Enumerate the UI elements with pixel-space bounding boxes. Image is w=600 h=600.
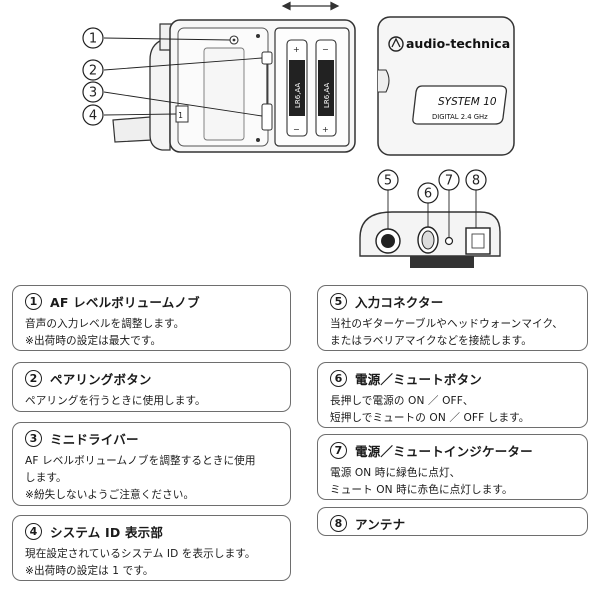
card-number: 2	[25, 370, 42, 387]
card-title: システム ID 表示部	[50, 525, 164, 540]
card-title: AF レベルボリュームノブ	[50, 295, 200, 310]
brand-logo-text: audio-technica	[406, 36, 510, 51]
card-text-line: ※出荷時の設定は 1 です。	[25, 565, 154, 577]
card-title: ペアリングボタン	[50, 372, 152, 387]
card-mini-driver: 3 ミニドライバー AF レベルボリュームノブを調整するときに使用 します。 ※…	[12, 422, 291, 506]
callout-8-label: 8	[472, 174, 480, 189]
transmitter-body-open: 1 LR6,AA LR6,AA + − − +	[112, 19, 356, 153]
callout-8: 8	[465, 169, 487, 191]
card-af-level-knob: 1 AF レベルボリュームノブ 音声の入力レベルを調整します。 ※出荷時の設定は…	[12, 285, 291, 351]
card-title: 入力コネクター	[355, 295, 444, 310]
card-input-connector: 5 入力コネクター 当社のギターケーブルやヘッドウォーンマイク、 またはラベリア…	[317, 285, 588, 351]
card-text-line: ※出荷時の設定は最大です。	[25, 335, 162, 347]
product-illustration: 1 LR6,AA LR6,AA + − − + audio-technica S…	[82, 1, 515, 268]
callout-1-label: 1	[89, 32, 97, 47]
card-text-line: します。	[25, 472, 67, 484]
audio-technica-logo-icon	[388, 36, 404, 52]
callout-2: 2	[82, 59, 104, 81]
card-number: 6	[330, 370, 347, 387]
card-text-line: 電源 ON 時に緑色に点灯、	[330, 467, 461, 479]
callout-1: 1	[82, 27, 104, 49]
svg-text:+: +	[293, 45, 300, 54]
callout-7-label: 7	[445, 174, 453, 189]
transmitter-top-view	[359, 211, 501, 268]
card-text-line: AF レベルボリュームノブを調整するときに使用	[25, 455, 256, 467]
card-text-line: 短押しでミュートの ON ／ OFF します。	[330, 412, 530, 424]
callout-6: 6	[417, 182, 439, 204]
slide-arrow-icon	[281, 1, 340, 11]
card-text-line: ミュート ON 時に赤色に点灯します。	[330, 484, 513, 496]
callout-3: 3	[82, 81, 104, 103]
card-title: ミニドライバー	[50, 432, 139, 447]
callout-5: 5	[377, 169, 399, 191]
card-system-id-display: 4 システム ID 表示部 現在設定されているシステム ID を表示します。 ※…	[12, 515, 291, 581]
card-number: 4	[25, 523, 42, 540]
card-title: 電源／ミュートインジケーター	[355, 444, 533, 459]
model-sub-text: DIGITAL 2.4 GHz	[432, 113, 488, 121]
card-text-line: またはラベリアマイクなどを接続します。	[330, 335, 532, 347]
callout-leaders	[103, 37, 477, 237]
callout-3-label: 3	[89, 86, 97, 101]
card-text-line: ※紛失しないようご注意ください。	[25, 489, 195, 501]
battery-label-1: LR6,AA	[294, 83, 302, 108]
card-power-mute-indicator: 7 電源／ミュートインジケーター 電源 ON 時に緑色に点灯、 ミュート ON …	[317, 434, 588, 500]
svg-text:1: 1	[178, 111, 183, 120]
model-logo-text: SYSTEM 10	[438, 96, 497, 108]
card-antenna: 8 アンテナ	[317, 507, 588, 536]
card-title: アンテナ	[355, 517, 406, 532]
card-power-mute-button: 6 電源／ミュートボタン 長押しで電源の ON ／ OFF、 短押しでミュートの…	[317, 362, 588, 428]
battery-cover: audio-technica SYSTEM 10 DIGITAL 2.4 GHz	[377, 16, 515, 156]
card-number: 5	[330, 293, 347, 310]
callout-2-label: 2	[89, 64, 97, 79]
card-text-line: 当社のギターケーブルやヘッドウォーンマイク、	[330, 318, 563, 330]
card-text-line: 音声の入力レベルを調整します。	[25, 318, 185, 330]
card-text-line: ペアリングを行うときに使用します。	[25, 395, 206, 407]
card-number: 1	[25, 293, 42, 310]
svg-text:−: −	[293, 125, 300, 134]
callout-6-label: 6	[424, 187, 432, 202]
callout-5-label: 5	[384, 174, 392, 189]
callout-4: 4	[82, 104, 104, 126]
card-number: 7	[330, 442, 347, 459]
callout-4-label: 4	[89, 109, 97, 124]
card-title: 電源／ミュートボタン	[355, 372, 483, 387]
card-number: 8	[330, 515, 347, 532]
card-pairing-button: 2 ペアリングボタン ペアリングを行うときに使用します。	[12, 362, 291, 412]
card-text-line: 長押しで電源の ON ／ OFF、	[330, 395, 474, 407]
battery-label-2: LR6,AA	[323, 83, 331, 108]
card-number: 3	[25, 430, 42, 447]
svg-text:−: −	[322, 45, 329, 54]
card-text-line: 現在設定されているシステム ID を表示します。	[25, 548, 256, 560]
callout-7: 7	[438, 169, 460, 191]
svg-text:+: +	[322, 125, 329, 134]
